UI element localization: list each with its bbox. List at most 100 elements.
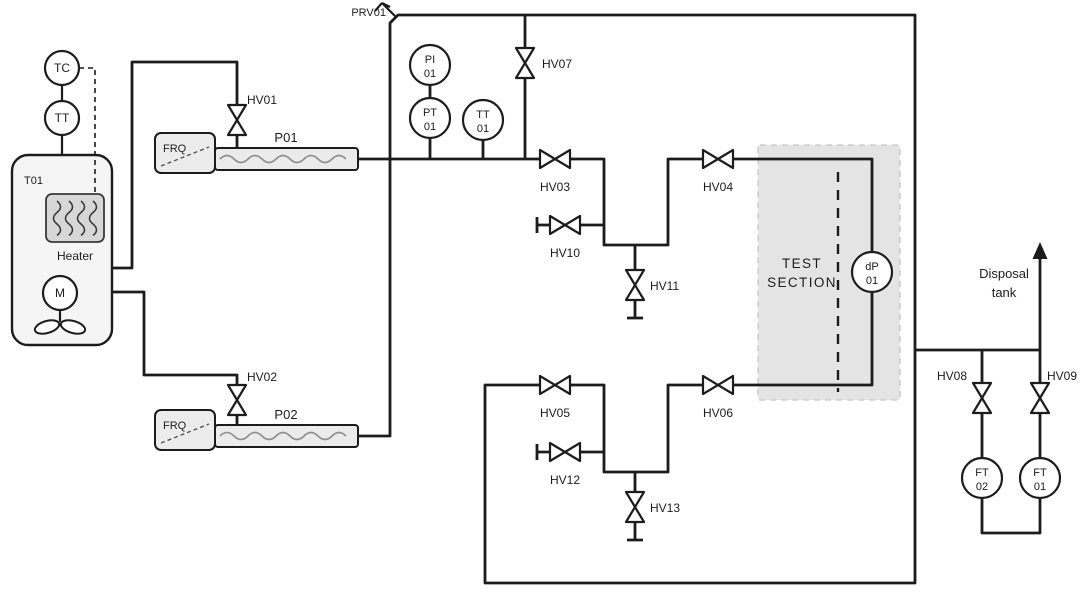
hv02-label: HV02 [247,370,277,384]
dp01-label-1: dP [865,261,878,273]
tank-tag-label: T01 [24,175,43,187]
instrument-pt01: PT 01 [408,96,452,140]
relief-valve-prv01: PRV01 [351,2,397,19]
hv05-symbol [538,374,572,396]
hv11-symbol [624,268,646,302]
valve-hv02: HV02 [226,370,277,417]
agitator-motor: M [33,274,87,335]
heater-box [45,193,105,243]
hv07-symbol [514,46,536,80]
hv10-symbol [548,214,582,236]
valve-hv01: HV01 [226,93,277,137]
valve-hv08: HV08 [937,369,993,415]
p01-frq-dash-icon [160,146,210,167]
hv04-label: HV04 [703,180,733,194]
ft02-bubble [960,456,1004,500]
valve-hv04: HV04 [701,148,735,194]
pi01-bubble [408,43,452,87]
motor-label: M [55,286,65,300]
valve-hv13: HV13 [624,490,680,524]
motor-circle [41,274,79,312]
p02-frq-label: FRQ [163,420,187,432]
p02-frq-dash-icon [160,423,210,444]
tc-label: TC [54,61,70,75]
p01-screw-icon [219,154,347,164]
valve-hv07: HV07 [514,46,572,80]
hv01-symbol [226,103,248,137]
dp01-label-2: 01 [866,275,878,287]
hv05-label: HV05 [540,406,570,420]
disposal-tank-label-1: Disposal [979,266,1029,281]
hv03-label: HV03 [540,180,570,194]
hv09-symbol [1029,381,1051,415]
hv06-label: HV06 [703,406,733,420]
tt01-bubble [461,98,505,142]
p01-frq-label: FRQ [163,143,187,155]
impeller-blade-left-icon [33,319,61,335]
prv01-label: PRV01 [351,7,386,19]
ft01-bubble [1018,456,1062,500]
tt01-label-1: TT [476,109,490,121]
ft02-label-1: FT [975,467,989,479]
instrument-tc: TC [43,49,81,87]
instrument-tt-tank: TT [43,99,81,137]
tt01-label-2: 01 [477,123,489,135]
instrument-tt01: TT 01 [461,98,505,142]
p01-tag-label: P01 [274,130,297,145]
test-section [757,144,901,401]
tc-bubble [43,49,81,87]
instrument-pi01: PI 01 [408,43,452,87]
valve-hv11: HV11 [624,268,679,302]
ft02-label-2: 02 [976,481,988,493]
dp01-bubble [850,250,894,294]
p02-screw-icon [219,431,347,441]
pi01-label-2: 01 [424,68,436,80]
hv07-label: HV07 [542,57,572,71]
tt-label: TT [55,111,70,125]
p02-tag-label: P02 [274,407,297,422]
hv11-label: HV11 [650,279,679,293]
pump-p02: FRQ P02 [154,407,359,451]
pipe-tank-to-p02 [112,290,239,425]
instrument-dp01: dP 01 [850,250,894,294]
disposal-tank-label-2: tank [992,285,1017,300]
pt01-label-1: PT [423,107,437,119]
hv12-label: HV12 [550,473,580,487]
heater-coil-icon [52,200,98,237]
hv09-label: HV09 [1047,369,1077,383]
p02-body [214,424,359,448]
test-section-label-1: TEST [782,256,822,271]
hv04-symbol [701,148,735,170]
heater: Heater [45,193,105,263]
ft01-label-2: 01 [1034,481,1046,493]
hv13-symbol [624,490,646,524]
hv02-symbol [226,383,248,417]
valve-hv10: HV10 [548,214,582,260]
pipe-tank-to-p01 [112,60,239,270]
impeller-blade-right-icon [59,319,87,335]
hv13-label: HV13 [650,501,680,515]
tt-bubble [43,99,81,137]
tc-heater-signal-line [79,67,96,194]
ft01-label-1: FT [1033,467,1047,479]
instrument-ft02: FT 02 [960,456,1004,500]
hv12-symbol [548,441,582,463]
pt01-bubble [408,96,452,140]
prv01-arrow-icon [374,2,397,18]
instrument-ft01: FT 01 [1018,456,1062,500]
valve-hv12: HV12 [548,441,582,487]
pipe-main-loop [358,13,917,585]
hv10-label: HV10 [550,246,580,260]
test-section-area [757,144,901,401]
valve-hv06: HV06 [701,374,735,420]
hv08-symbol [971,381,993,415]
hv08-label: HV08 [937,369,967,383]
heater-label: Heater [57,249,93,263]
hv06-symbol [701,374,735,396]
pt01-label-2: 01 [424,121,436,133]
hv01-label: HV01 [247,93,277,107]
disposal-flow-arrow [1032,242,1048,259]
valve-hv05: HV05 [538,374,572,420]
valve-hv03: HV03 [538,148,572,194]
